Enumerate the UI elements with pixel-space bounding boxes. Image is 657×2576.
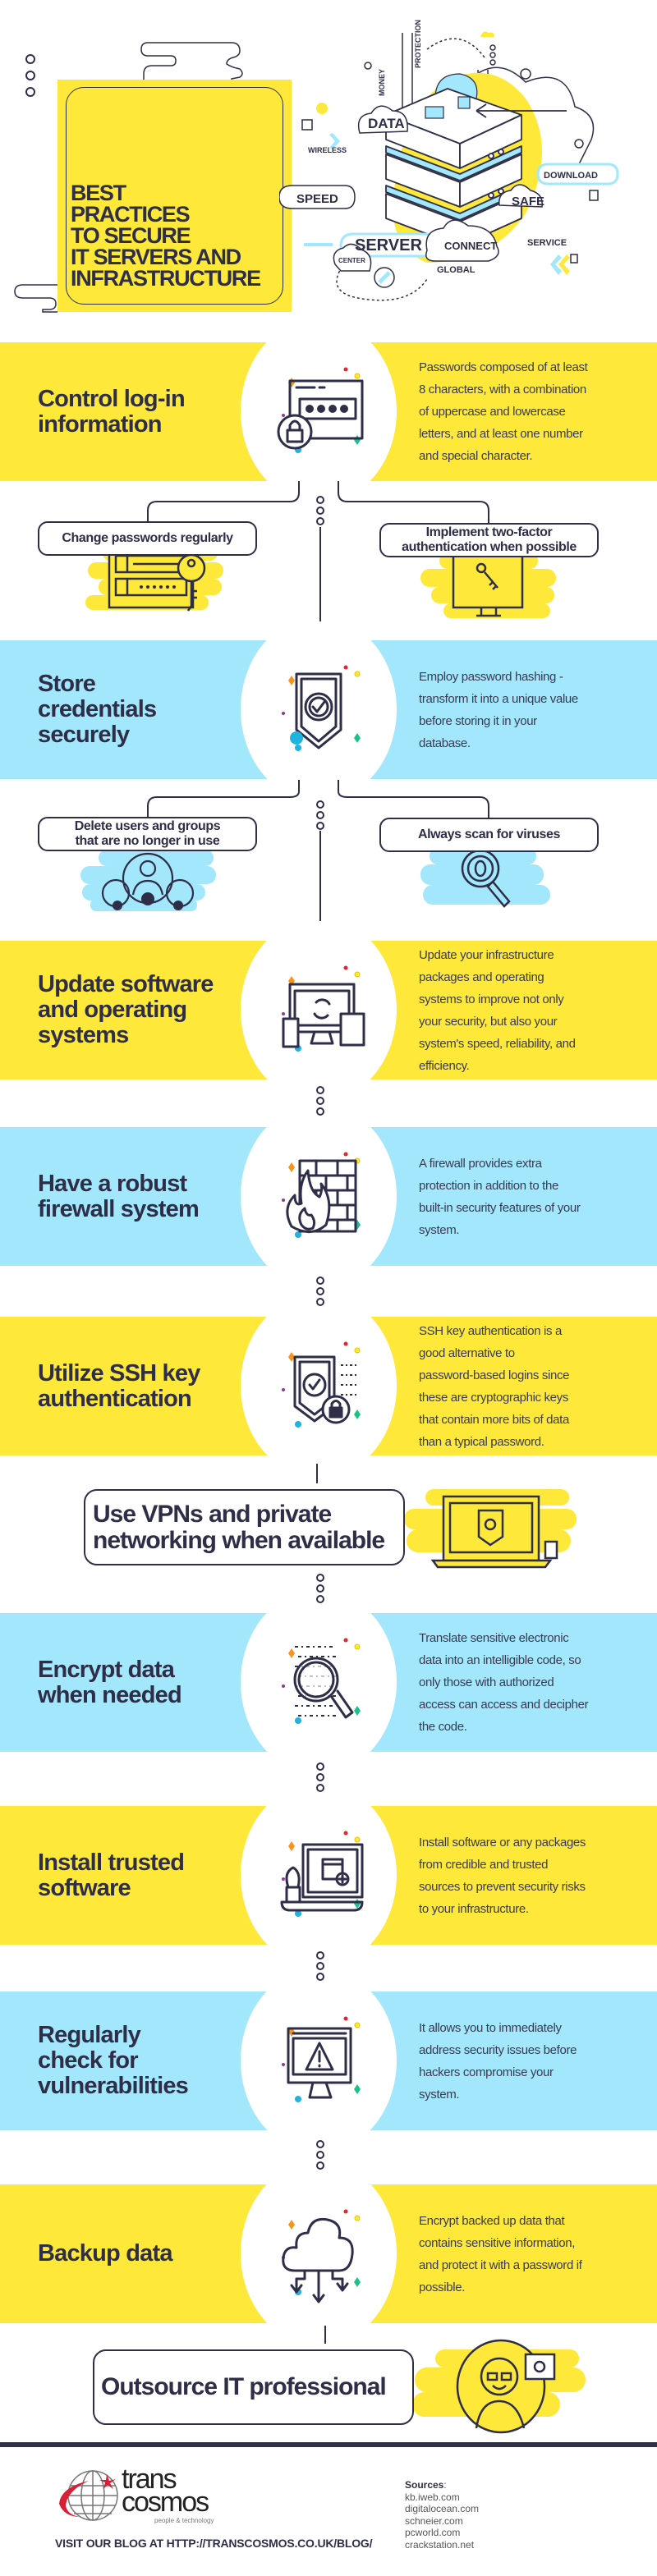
page-title: BEST PRACTICES TO SECURE IT SERVERS AND … — [71, 181, 261, 291]
label-service: SERVICE — [527, 238, 567, 248]
section-title: Backup data — [38, 2240, 172, 2267]
subtip-delete-users: Delete users and groups that are no long… — [38, 817, 257, 851]
connector-dots — [316, 1086, 324, 1118]
divider-line — [319, 527, 321, 621]
decor-dots — [25, 54, 35, 99]
it-professional-icon — [412, 2339, 586, 2434]
section-icon-bubble — [241, 1985, 397, 2137]
sources-list: Sources: kb.iweb.com digitalocean.com sc… — [405, 2479, 480, 2551]
header-swoosh-lines — [14, 42, 243, 313]
title-card — [57, 80, 292, 312]
label-global: GLOBAL — [437, 265, 476, 275]
source-item: digitalocean.com — [405, 2503, 480, 2514]
subtip-change-passwords: Change passwords regularly — [38, 521, 257, 556]
section-icon-bubble — [241, 336, 397, 488]
section-icon-bubble — [241, 1121, 397, 1272]
section-title: Store credentials securely — [38, 671, 157, 748]
section-description: It allows you to immediately address sec… — [419, 2020, 577, 2102]
section-description: A firewall provides extra protection in … — [419, 1156, 581, 1237]
section-description: SSH key authentication is a good alterna… — [419, 1323, 570, 1449]
connector-dots — [316, 1574, 324, 1606]
sources-title: Sources — [405, 2479, 444, 2491]
section-description: Translate sensitive electronic data into… — [419, 1631, 589, 1734]
vpn-tip-box: Use VPNs and private networking when ava… — [84, 1489, 405, 1565]
cloud-backup-icon — [282, 2209, 361, 2303]
subtip-two-factor: Implement two-factor authentication when… — [379, 523, 599, 557]
monitor-warning-icon — [282, 2016, 361, 2102]
logo-tagline: people & technology — [154, 2517, 214, 2524]
shield-check-icon — [282, 665, 361, 751]
password-lock-icon — [277, 367, 364, 453]
header: BEST PRACTICES TO SECURE IT SERVERS AND … — [0, 0, 657, 328]
connector-dots — [316, 1277, 324, 1309]
connector-dots — [316, 1762, 324, 1794]
globe-icon — [59, 2470, 118, 2521]
label-connect: CONNECT — [444, 240, 497, 252]
source-item: kb.iweb.com — [405, 2491, 460, 2503]
section-title: Install trusted software — [38, 1849, 185, 1901]
transcosmos-logo: trans cosmos people & technology — [56, 2464, 228, 2530]
devices-sync-icon — [282, 965, 365, 1052]
server-network-illustration: DATA WIRELESS SPEED SERVER CONNECT GLOBA… — [279, 20, 619, 301]
connector-dots — [316, 800, 324, 832]
section-title: Regularly check for vulnerabilities — [38, 2022, 189, 2099]
label-wireless: WIRELESS — [308, 146, 347, 154]
subtip-scan-viruses: Always scan for viruses — [379, 818, 599, 852]
label-data: DATA — [368, 116, 405, 131]
section-description: Passwords composed of at least 8 charact… — [419, 360, 588, 463]
section-description: Encrypt backed up data that contains sen… — [419, 2213, 582, 2294]
label-money: MONEY — [378, 69, 386, 96]
label-center: CENTER — [338, 257, 365, 264]
source-item: schneier.com — [405, 2514, 463, 2527]
source-item: crackstation.net — [405, 2538, 475, 2551]
divider-line — [324, 2326, 326, 2344]
section-icon-bubble — [241, 634, 397, 786]
footer-rule — [0, 2442, 657, 2447]
label-safe: SAFE — [512, 195, 544, 209]
connector-dots — [316, 496, 324, 528]
section-title: Control log-in information — [38, 385, 186, 438]
label-server: SERVER — [355, 236, 422, 254]
section-description: Update your infrastructure packages and … — [419, 947, 576, 1073]
label-download: DOWNLOAD — [544, 171, 598, 181]
source-item: pcworld.com — [405, 2527, 461, 2538]
section-icon-bubble — [241, 1799, 397, 1951]
laptop-shield-icon — [404, 1489, 577, 1569]
section-description: Install software or any packages from cr… — [419, 1835, 586, 1916]
logo-line2: cosmos — [122, 2487, 209, 2518]
divider-line — [319, 831, 321, 921]
firewall-icon — [282, 1152, 361, 1238]
connector-dots — [316, 1951, 324, 1983]
magnifier-binary-icon — [282, 1638, 361, 1724]
logo-line1: trans — [122, 2464, 177, 2495]
section-title: Have a robust firewall system — [38, 1170, 200, 1222]
outsource-tip-box: Outsource IT professional — [93, 2349, 414, 2425]
laptop-install-icon — [280, 1831, 364, 1917]
label-protection: PROTECTION — [414, 20, 422, 68]
section-icon-bubble — [241, 934, 397, 1086]
section-description: Employ password hashing - transform it i… — [419, 669, 578, 750]
section-title: Utilize SSH key authentication — [38, 1359, 200, 1412]
section-icon-bubble — [241, 1607, 397, 1758]
connector-dots — [316, 2140, 324, 2172]
divider-line — [316, 1464, 318, 1483]
section-icon-bubble — [241, 2178, 397, 2330]
section-title: Update software and operating systems — [38, 971, 214, 1048]
label-speed: SPEED — [296, 192, 338, 206]
section-title: Encrypt data when needed — [38, 1656, 182, 1708]
blog-link[interactable]: VISIT OUR BLOG AT HTTP://TRANSCOSMOS.CO.… — [55, 2537, 373, 2550]
section-icon-bubble — [241, 1310, 397, 1462]
shield-lock-binary-icon — [282, 1341, 361, 1428]
